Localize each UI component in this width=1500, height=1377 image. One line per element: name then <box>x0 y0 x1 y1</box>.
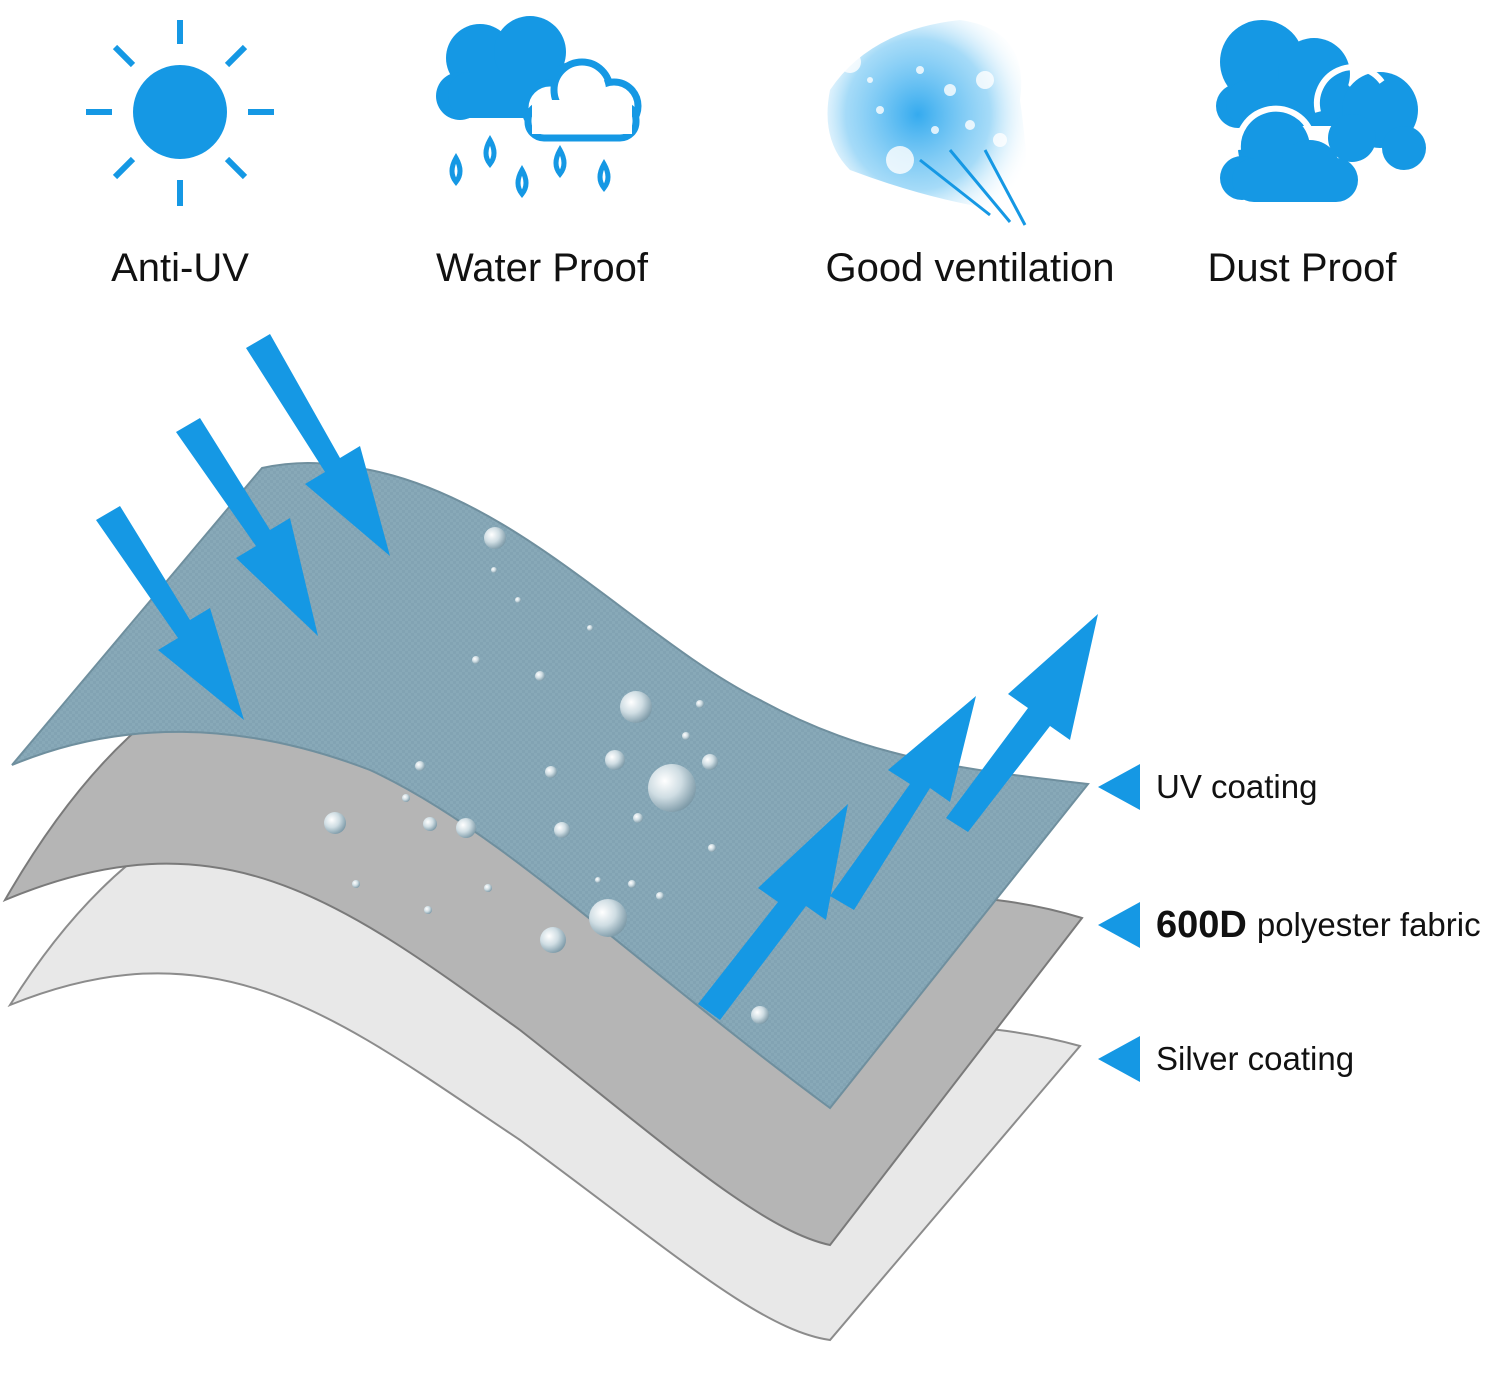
incoming-arrows <box>96 334 390 720</box>
rain-cloud-icon <box>436 16 642 199</box>
feature-dust-proof: Dust Proof <box>1142 0 1462 300</box>
water-droplets <box>324 527 769 1024</box>
feature-water-proof: Water Proof <box>382 0 702 300</box>
layer-label-text: UV coating <box>1156 768 1318 805</box>
layer-label-uv-coating: UV coating <box>1098 762 1317 812</box>
sun-icon <box>86 20 274 206</box>
layer-label-text: polyester fabric <box>1256 906 1481 943</box>
incoming-arrow <box>246 334 390 556</box>
feature-good-ventilation: Good ventilation <box>810 0 1130 300</box>
layer-label-text: Silver coating <box>1156 1040 1355 1077</box>
outgoing-arrows <box>698 614 1098 1020</box>
feature-label: Dust Proof <box>1207 246 1397 290</box>
feature-label: Anti-UV <box>111 246 249 290</box>
incoming-arrow <box>96 506 244 720</box>
feature-anti-uv: Anti-UV <box>20 0 340 300</box>
feature-label: Water Proof <box>436 246 648 290</box>
outgoing-arrow <box>830 696 976 910</box>
pointer-arrow-icon <box>1098 902 1140 948</box>
feature-label: Good ventilation <box>825 246 1115 290</box>
outgoing-arrow <box>698 804 848 1020</box>
ventilation-spray-icon <box>827 20 1029 230</box>
incoming-arrow <box>176 418 318 636</box>
layer-label-silver-coating: Silver coating <box>1098 1034 1354 1084</box>
outgoing-arrow <box>946 614 1098 832</box>
layer-label-polyester-fabric: 600D polyester fabric <box>1098 900 1481 950</box>
cloud-icon <box>1216 20 1426 202</box>
pointer-arrow-icon <box>1098 764 1140 810</box>
layer-label-strong: 600D <box>1156 903 1247 946</box>
uv-coating-layer <box>11 462 1090 1110</box>
pointer-arrow-icon <box>1098 1036 1140 1082</box>
